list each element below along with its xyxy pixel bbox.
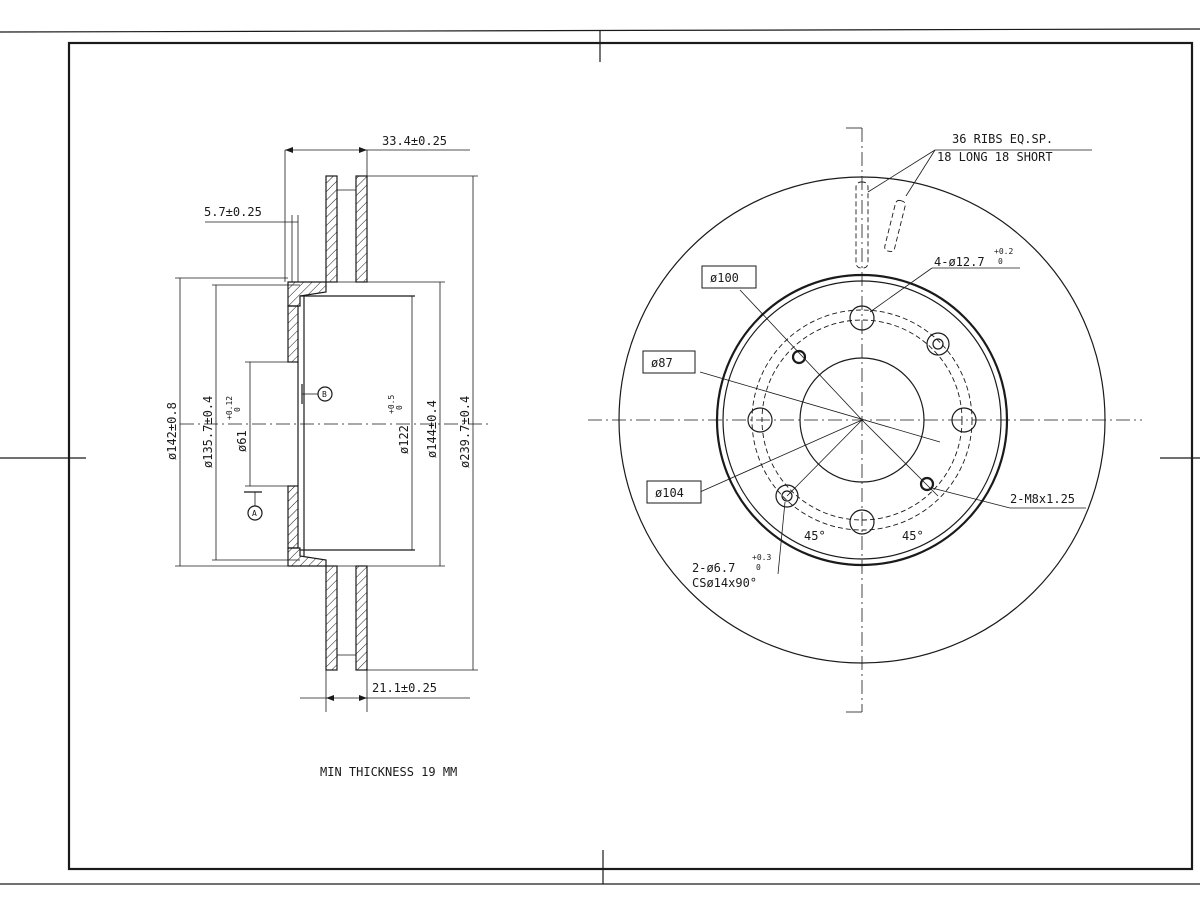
- callout-d104: ø104: [655, 486, 684, 500]
- dim-d122-tol-upper: +0.5: [387, 395, 396, 414]
- dim-d61-tol-upper: +0.12: [225, 396, 234, 420]
- dim-d122-tol-lower: 0: [395, 405, 404, 410]
- holes-2-tol-upper: +0.3: [752, 553, 771, 562]
- angle-left: 45°: [804, 529, 826, 543]
- dim-d61-tol-lower: 0: [233, 407, 242, 412]
- callout-d100-box: [701, 265, 757, 289]
- holes-4-tol-upper: +0.2: [994, 247, 1013, 256]
- holes-4-note: 4-ø12.7: [934, 255, 985, 269]
- center-bore: [799, 357, 925, 483]
- outboard-plate-top: [355, 175, 368, 283]
- front-view: ø100 ø87 ø104 36 RIBS EQ.SP. 18 LONG 18 …: [588, 127, 1142, 713]
- callout-d100: ø100: [710, 271, 739, 285]
- hat-outer-edge: [715, 273, 1009, 567]
- hat-bottom: [287, 547, 327, 567]
- rib-long: [855, 181, 869, 269]
- dim-d144: ø144±0.4: [425, 400, 439, 458]
- datum-b-marker: [317, 386, 333, 402]
- thread-hole-lower-right: [919, 476, 935, 492]
- angle-right: 45°: [902, 529, 924, 543]
- bolt-circle-inner: [761, 319, 963, 521]
- dim-d135: ø135.7±0.4: [201, 396, 215, 468]
- callout-d104-box: [646, 480, 702, 504]
- inboard-plate-top: [325, 175, 338, 283]
- thread-note: 2-M8x1.25: [1010, 492, 1075, 506]
- holes-2-note: 2-ø6.7: [692, 561, 735, 575]
- inboard-plate-bottom: [325, 565, 338, 671]
- holes-4-tol-lower: 0: [998, 257, 1003, 266]
- lug-hole-bottom: [849, 509, 875, 535]
- cs-hole-upper-right: [926, 332, 950, 356]
- holes-2-countersink: CSø14x90°: [692, 576, 757, 590]
- cs-hole-lower-left: [775, 484, 799, 508]
- dim-d122: ø122: [397, 425, 411, 454]
- hat-top: [287, 281, 327, 307]
- dim-d239: ø239.7±0.4: [458, 396, 472, 468]
- dim-d142: ø142±0.8: [165, 402, 179, 460]
- datum-a-label: A: [252, 509, 257, 518]
- rotor-outer-edge: [618, 176, 1106, 664]
- callout-d87: ø87: [651, 356, 673, 370]
- dim-rotor-thickness: 21.1±0.25: [372, 681, 437, 695]
- bolt-circle-outer: [751, 309, 973, 531]
- callout-d87-box: [642, 350, 696, 374]
- outboard-plate-bottom: [355, 565, 368, 671]
- datum-a-marker: [247, 505, 263, 521]
- lug-hole-right: [951, 407, 977, 433]
- lug-hole-left: [747, 407, 773, 433]
- hat-inner-edge: [722, 280, 1002, 560]
- ribs-note-line2: 18 LONG 18 SHORT: [937, 150, 1053, 164]
- inner-border: [67, 41, 1194, 871]
- hat-wall-top: [287, 305, 299, 363]
- holes-2-tol-lower: 0: [756, 563, 761, 572]
- thread-hole-upper-left: [791, 349, 807, 365]
- dim-hat-offset: 5.7±0.25: [204, 205, 262, 219]
- min-thickness-note: MIN THICKNESS 19 MM: [320, 765, 457, 779]
- dim-d61: ø61: [235, 430, 249, 452]
- ribs-note-line1: 36 RIBS EQ.SP.: [952, 132, 1053, 146]
- drawing-frame: [0, 28, 1200, 885]
- dim-overall-width: 33.4±0.25: [382, 134, 447, 148]
- lug-hole-top: [849, 305, 875, 331]
- hat-wall-bottom: [287, 485, 299, 549]
- rib-short: [884, 199, 906, 253]
- section-view: 33.4±0.25 5.7±0.25 21.1±0.25 ø142±0.8 ø1: [165, 134, 490, 712]
- datum-b-label: B: [322, 390, 327, 399]
